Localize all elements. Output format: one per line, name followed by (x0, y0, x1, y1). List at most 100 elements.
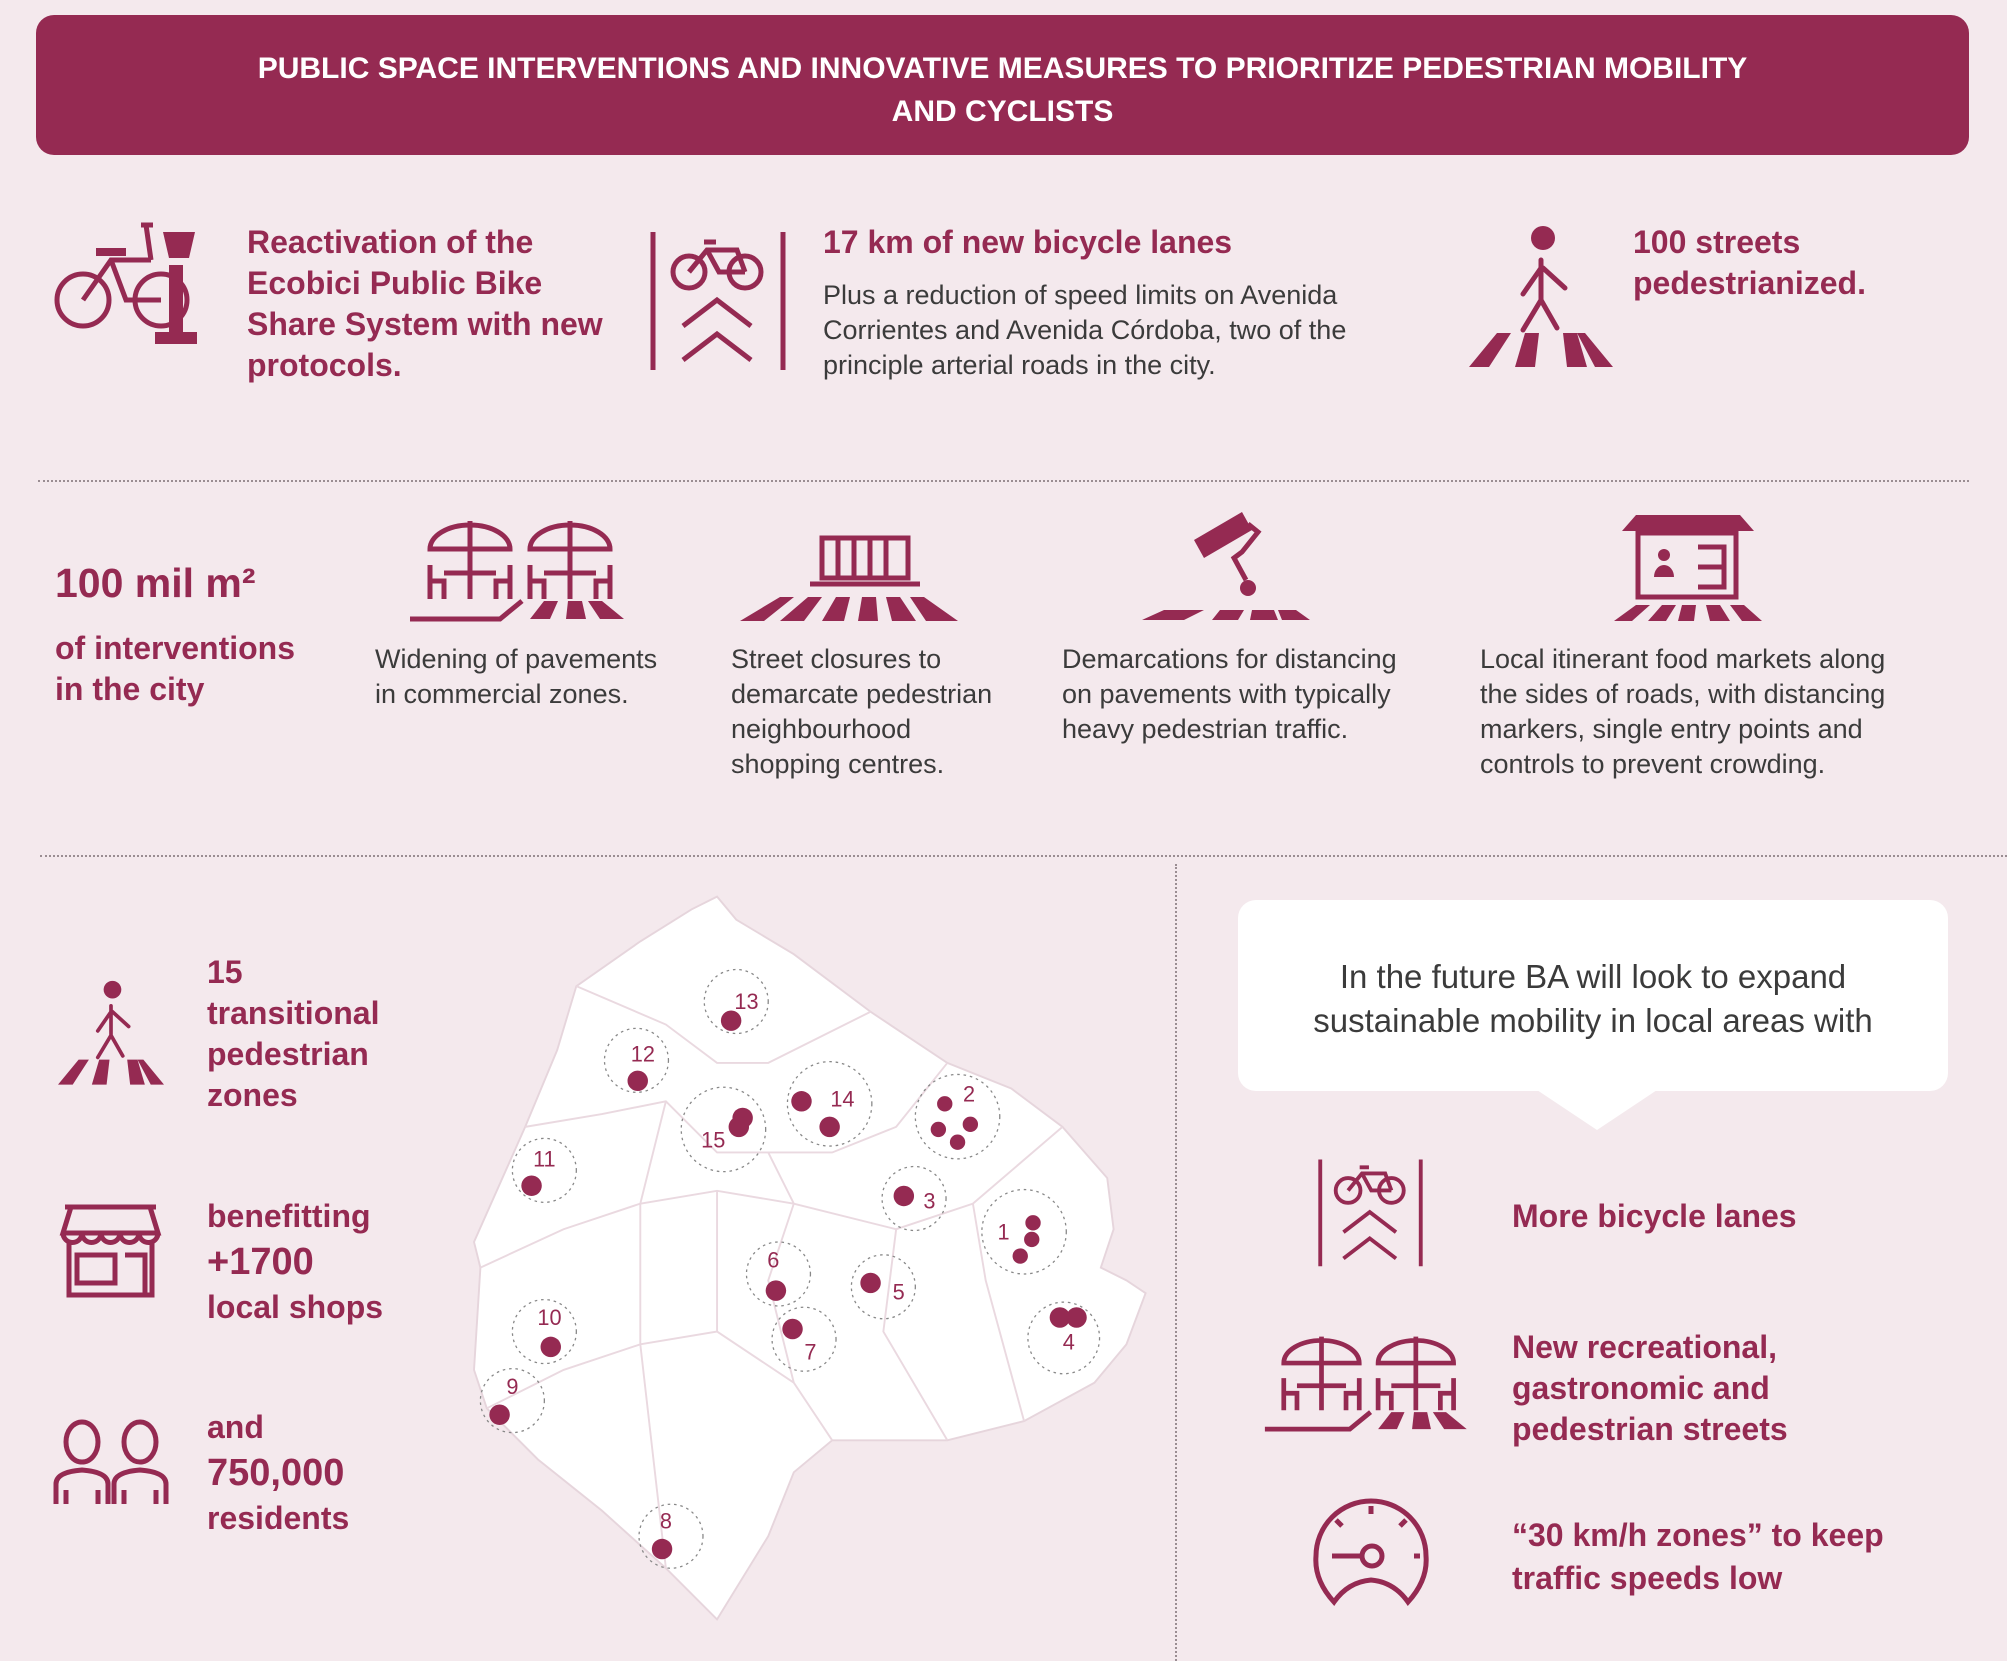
text-line: principle arterial roads in the city. (823, 350, 1216, 380)
text-line: Corrientes and Avenida Córdoba, two of t… (823, 315, 1347, 345)
zone-label: 14 (830, 1086, 854, 1111)
map-outline (472, 895, 1147, 1621)
map-zone-marker: 9 (479, 1368, 545, 1434)
zone-label: 3 (923, 1189, 935, 1214)
shop-icon (59, 1204, 162, 1298)
text-line: traffic speeds low (1512, 1560, 1783, 1596)
map-zone-marker: 10 (511, 1298, 577, 1365)
map-zone-marker: 14 (786, 1060, 873, 1147)
header-title-line2: AND CYCLISTS (891, 95, 1114, 128)
text-line: benefitting (207, 1198, 371, 1234)
map-zone-marker: 3 (881, 1165, 947, 1232)
zone-ring (479, 1368, 545, 1434)
header-banner: PUBLIC SPACE INTERVENTIONS AND INNOVATIV… (36, 15, 1969, 155)
bike-lanes-body: Plus a reduction of speed limits on Aven… (823, 278, 1346, 383)
map-zone-marker: 8 (638, 1503, 704, 1569)
zone-ring (1027, 1301, 1101, 1375)
zone-dot (1025, 1215, 1041, 1231)
zone-ring (745, 1241, 812, 1307)
map-zone-marker: 11 (511, 1137, 577, 1203)
text-line: Share System with new (247, 306, 603, 342)
text-line: pedestrian streets (1512, 1411, 1788, 1447)
map-zone-marker: 2 (914, 1073, 1001, 1160)
map-zone-marker: 12 (603, 1027, 670, 1093)
street-closure-icon (740, 535, 958, 621)
map-zone-marker: 13 (703, 968, 769, 1035)
zone-dot (962, 1116, 979, 1132)
bike-lanes-title: 17 km of new bicycle lanes (823, 224, 1233, 260)
text-line: Widening of pavements (375, 644, 658, 674)
area-value: 100 mil m² (55, 560, 256, 606)
zone-dot (949, 1134, 966, 1150)
zone-ring (850, 1254, 916, 1320)
zone-dot (791, 1091, 812, 1112)
text-line: controls to prevent crowding. (1480, 749, 1826, 779)
text-line: pedestrianized. (1633, 265, 1866, 301)
text-line: Demarcations for distancing (1062, 644, 1397, 674)
text-line: neighbourhood (731, 714, 912, 744)
zone-label: 1 (998, 1219, 1010, 1244)
text-line: gastronomic and (1512, 1370, 1770, 1406)
text-line: zones (207, 1077, 298, 1113)
text-line: Ecobici Public Bike (247, 265, 543, 301)
map-zone-marker: 6 (745, 1241, 812, 1307)
zone-ring (771, 1306, 837, 1372)
zone-dot (1049, 1307, 1071, 1328)
zone-ring (703, 968, 769, 1035)
zone-dot (860, 1272, 881, 1294)
text-line: pedestrian (207, 1036, 369, 1072)
bike-share-icon (54, 222, 197, 344)
text-line: markers, single entry points and (1480, 714, 1863, 744)
zone-dot (720, 1010, 742, 1031)
map-zone-marker: 15 (680, 1086, 767, 1173)
divider (40, 855, 2007, 857)
cafe-tables-icon (1264, 1331, 1467, 1432)
text-line: heavy pedestrian traffic. (1062, 714, 1349, 744)
zone-dot (1012, 1248, 1028, 1264)
text-line: on pavements with typically (1062, 679, 1391, 709)
text-line: sustainable mobility in local areas with (1313, 1002, 1873, 1039)
zone-ring (511, 1298, 577, 1365)
zone-ring (981, 1188, 1067, 1275)
zone-dot (627, 1070, 648, 1092)
speedometer-icon (1313, 1498, 1429, 1606)
text-line: Street closures to (731, 644, 942, 674)
map-zone-marker: 1 (981, 1188, 1067, 1275)
text-line: shopping centres. (731, 749, 945, 779)
zone-dot (540, 1336, 561, 1358)
paint-roller-icon (1142, 512, 1310, 620)
more-bike-lanes-text: More bicycle lanes (1512, 1198, 1797, 1234)
header-title-line1: PUBLIC SPACE INTERVENTIONS AND INNOVATIV… (257, 52, 1748, 85)
divider (38, 480, 1969, 482)
zone-dot (489, 1404, 510, 1425)
text-line: Reactivation of the (247, 224, 534, 260)
zone-dot (819, 1116, 840, 1138)
residents-icon (53, 1419, 169, 1504)
pedestrian-icon (1469, 226, 1613, 367)
zone-label: 11 (533, 1147, 556, 1172)
zone-label: 8 (660, 1509, 672, 1534)
zone-label: 5 (893, 1280, 905, 1305)
text-line: residents (207, 1500, 350, 1536)
text-line: and (207, 1409, 264, 1445)
text-line: Plus a reduction of speed limits on Aven… (823, 280, 1338, 310)
bike-lane-icon (1318, 1159, 1423, 1267)
text-line: +1700 (207, 1241, 314, 1283)
text-line: 15 (207, 954, 243, 990)
zone-ring (511, 1137, 577, 1203)
zone-dot (651, 1538, 673, 1560)
map-zone-marker: 4 (1027, 1301, 1101, 1375)
zone-ring (638, 1503, 704, 1569)
map-zone-marker: 5 (850, 1254, 916, 1320)
zone-dot (1024, 1231, 1040, 1248)
